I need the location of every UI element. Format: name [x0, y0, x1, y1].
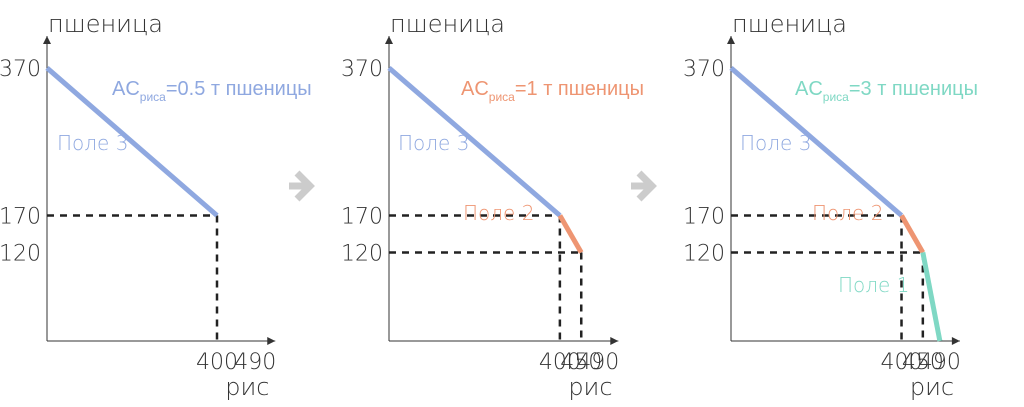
series-label: Поле 3 [740, 131, 811, 155]
x-tick-label: 450 [560, 350, 602, 375]
series-label: Поле 3 [398, 131, 469, 155]
x-tick-label: 400 [539, 350, 581, 375]
series-segment [45, 66, 219, 218]
series-segment [387, 66, 562, 218]
y-tick-label: 170 [0, 205, 41, 230]
next-arrow-icon [294, 170, 315, 202]
x-axis-arrow-icon [951, 337, 960, 345]
ac-annotation: ACриса=3 т пшеницы [795, 78, 978, 104]
x-axis-label: рис [568, 373, 612, 401]
x-tick-label: 450 [902, 350, 944, 375]
y-axis-label: пшеница [732, 10, 847, 38]
x-axis-label: рис [225, 373, 269, 401]
x-axis-arrow-icon [267, 337, 276, 345]
series-segment [557, 214, 584, 254]
y-axis-label: пшеница [390, 10, 505, 38]
series-segment [729, 66, 904, 218]
ac-annotation: ACриса=0.5 т пшеницы [112, 78, 312, 104]
series-segment [899, 214, 925, 254]
series-label: Поле 2 [812, 201, 883, 225]
x-tick-label: 400 [196, 350, 238, 375]
y-axis-label: пшеница [48, 10, 163, 38]
y-axis-arrow-icon [43, 35, 51, 44]
series-label: Поле 3 [57, 131, 128, 155]
y-tick-label: 120 [683, 241, 725, 266]
y-tick-label: 120 [341, 241, 383, 266]
y-tick-label: 170 [341, 205, 383, 230]
y-tick-label: 170 [683, 205, 725, 230]
y-tick-label: 370 [683, 57, 725, 82]
x-tick-label: 490 [577, 350, 619, 375]
y-tick-label: 370 [341, 57, 383, 82]
series-label: Поле 1 [838, 273, 909, 297]
y-axis-arrow-icon [385, 35, 393, 44]
x-tick-label: 490 [234, 350, 276, 375]
ac-annotation: ACриса=1 т пшеницы [461, 78, 644, 104]
next-arrow-icon [636, 170, 657, 202]
x-tick-label: 400 [881, 350, 923, 375]
y-tick-label: 120 [0, 241, 41, 266]
x-axis-label: рис [910, 373, 954, 401]
series-segment [920, 251, 943, 342]
y-axis-arrow-icon [727, 35, 735, 44]
series-label: Поле 2 [463, 201, 534, 225]
x-tick-label: 490 [919, 350, 961, 375]
x-axis-arrow-icon [610, 337, 619, 345]
y-tick-label: 370 [0, 57, 41, 82]
